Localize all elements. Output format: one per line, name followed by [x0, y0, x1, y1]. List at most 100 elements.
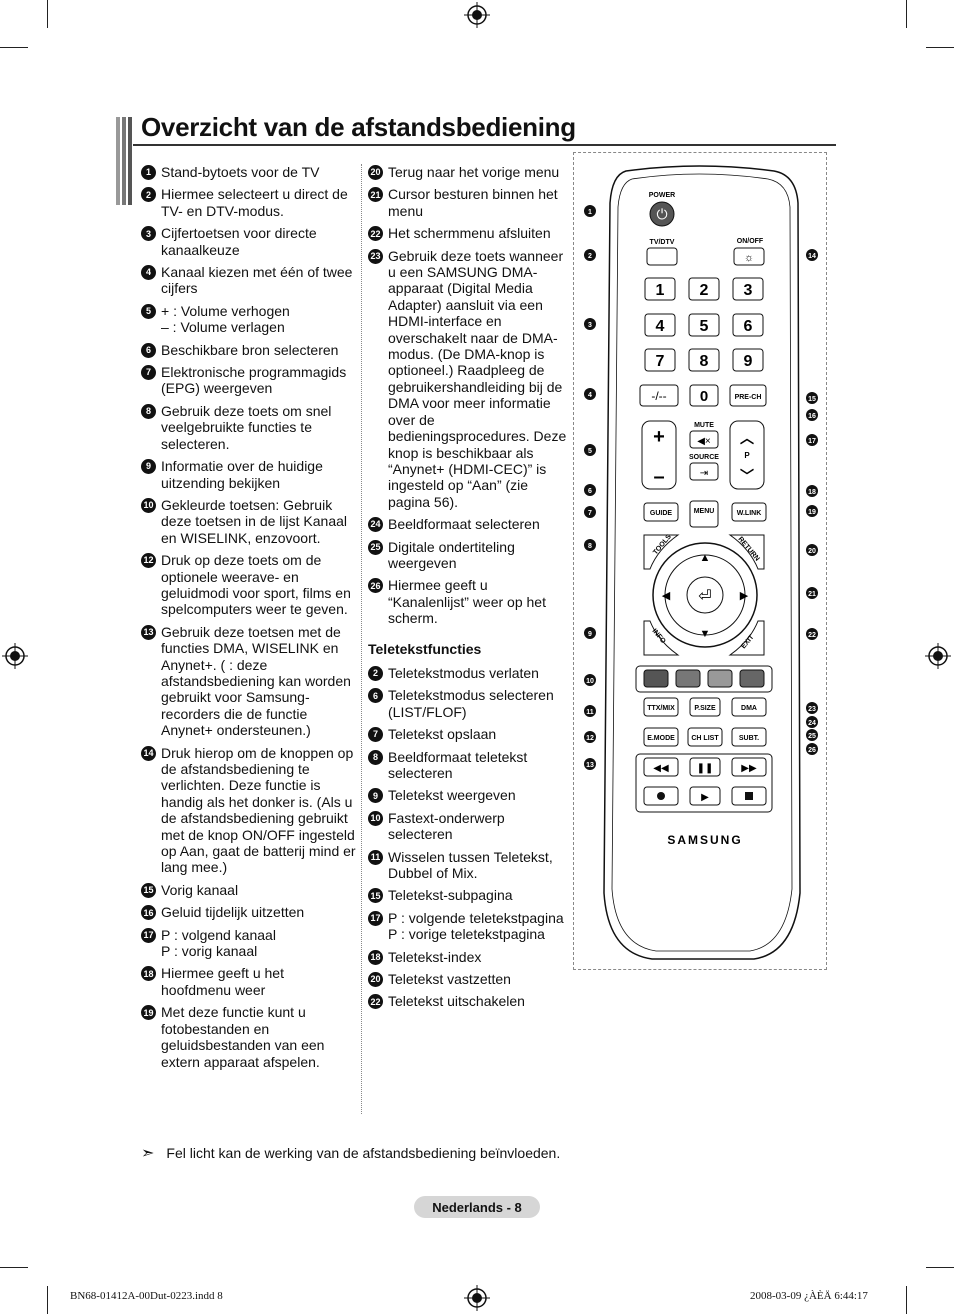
- dash-button[interactable]: [639, 384, 679, 407]
- green-button[interactable]: [675, 669, 701, 688]
- item-text: Teletekst uitschakelen: [388, 993, 525, 1010]
- crop-mark: [926, 47, 954, 48]
- dma-button[interactable]: [731, 697, 767, 717]
- item-number-badge: 19: [141, 1005, 156, 1021]
- callout-badge: [806, 544, 818, 556]
- digit-button[interactable]: [688, 348, 720, 372]
- item-text: Vorig kanaal: [161, 881, 239, 898]
- enter-button[interactable]: [686, 576, 724, 614]
- pause-button[interactable]: [689, 757, 721, 777]
- info-button[interactable]: [643, 620, 680, 656]
- item-number-badge: 6: [141, 342, 156, 358]
- digit-button[interactable]: [688, 313, 720, 337]
- mute-button[interactable]: [689, 430, 719, 449]
- item-text: Elektronische programmagids (EPG) weerge…: [161, 364, 347, 397]
- return-button[interactable]: [728, 534, 765, 570]
- item-number-badge: 24: [368, 517, 383, 533]
- callout-number: 9: [588, 631, 592, 638]
- subt-label: SUBT.: [739, 735, 759, 742]
- tools-button[interactable]: [643, 534, 680, 570]
- digit-button[interactable]: [732, 313, 764, 337]
- psize-label: P.SIZE: [694, 705, 716, 712]
- guide-button[interactable]: [643, 502, 679, 522]
- blue-button[interactable]: [739, 669, 765, 688]
- page-title: Overzicht van de afstandsbediening: [141, 112, 576, 142]
- digit-button[interactable]: [644, 313, 676, 337]
- crop-mark: [926, 1267, 954, 1268]
- play-button[interactable]: [689, 786, 721, 806]
- item-number-badge: 10: [368, 810, 383, 826]
- nav-left-icon: ◀: [662, 590, 671, 602]
- chlist-button[interactable]: [687, 727, 723, 747]
- digit-button[interactable]: [732, 348, 764, 372]
- callout-number: 2: [588, 253, 592, 260]
- digit-button[interactable]: [732, 277, 764, 301]
- wlink-label: W.LINK: [737, 510, 762, 517]
- item-text: Teletekst-subpagina: [388, 887, 513, 904]
- callout-number: 17: [808, 438, 816, 445]
- note-line: ➣ Fel licht kan de werking van de afstan…: [141, 1143, 560, 1163]
- item-number-badge: 7: [368, 727, 383, 743]
- digit-label: 4: [656, 318, 665, 335]
- callout-badge: [584, 539, 596, 551]
- onoff-button[interactable]: [733, 247, 765, 266]
- source-button[interactable]: [689, 462, 719, 481]
- menu-button[interactable]: [689, 500, 719, 528]
- subt-button[interactable]: [731, 727, 767, 747]
- callout-badge: [584, 758, 596, 770]
- tvdtv-button[interactable]: [646, 247, 678, 266]
- ttx-button[interactable]: [643, 697, 679, 717]
- item-text: Gebruik deze toetsen met de functies DMA…: [161, 623, 351, 739]
- emode-label: E.MODE: [647, 735, 675, 742]
- item-number-badge: 17: [368, 910, 383, 926]
- volume-rocker[interactable]: [641, 420, 677, 490]
- registration-mark-icon: [925, 643, 951, 669]
- emode-button[interactable]: [643, 727, 679, 747]
- item-text: Teletekstmodus verlaten: [388, 664, 539, 681]
- exit-button[interactable]: [728, 620, 765, 656]
- item-text: Het schermmenu afsluiten: [388, 225, 551, 242]
- zero-button[interactable]: [689, 384, 719, 407]
- item-text: Informatie over de huidige uitzending be…: [161, 458, 323, 491]
- callout-badge: [806, 409, 818, 421]
- item-number-badge: 23: [368, 248, 383, 264]
- rewind-button[interactable]: [643, 757, 679, 777]
- item-number-badge: 7: [141, 365, 156, 381]
- item-number-badge: 5: [141, 303, 156, 319]
- forward-button[interactable]: [731, 757, 767, 777]
- item-text: Druk hierop om de knoppen op de afstands…: [161, 744, 356, 876]
- callout-badge: [806, 485, 818, 497]
- digit-label: 1: [656, 282, 665, 299]
- red-button[interactable]: [643, 669, 669, 688]
- callout-badge: [806, 587, 818, 599]
- chlist-label: CH LIST: [691, 735, 719, 742]
- item-text: Terug naar het vorige menu: [388, 164, 560, 180]
- callout-number: 14: [808, 253, 816, 260]
- digit-button[interactable]: [644, 348, 676, 372]
- nav-up-icon: ▲: [700, 552, 711, 564]
- digit-button[interactable]: [644, 277, 676, 301]
- item-number-badge: 17: [141, 927, 156, 943]
- digit-button[interactable]: [688, 277, 720, 301]
- prech-button[interactable]: [729, 384, 767, 407]
- volume-down-icon: –: [653, 466, 664, 488]
- callout-badge: [584, 484, 596, 496]
- callout-number: 16: [808, 413, 816, 420]
- psize-button[interactable]: [689, 697, 721, 717]
- power-button[interactable]: [649, 201, 675, 227]
- wlink-button[interactable]: [731, 502, 767, 522]
- yellow-button[interactable]: [707, 669, 733, 688]
- channel-rocker[interactable]: [729, 420, 765, 490]
- callout-number: 10: [586, 678, 594, 685]
- item-number-badge: 8: [368, 749, 383, 765]
